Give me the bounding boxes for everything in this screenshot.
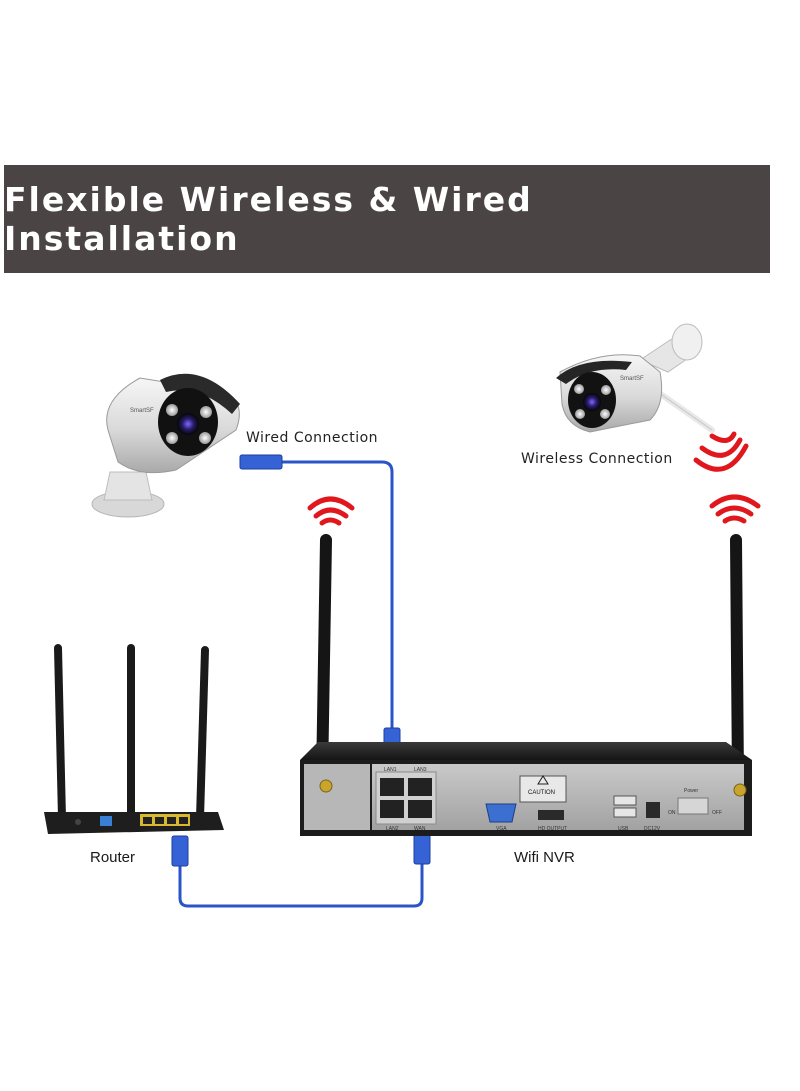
port-label-lan2: LAN2 (386, 826, 399, 832)
camera-brand-left: SmartSF (130, 408, 154, 414)
caution-label: CAUTION (528, 790, 555, 796)
port-label-lan3: LAN3 (414, 767, 427, 773)
port-label-usb: USB (618, 826, 629, 832)
wired-connection-label: Wired Connection (246, 430, 379, 446)
ethernet-cable-router (171, 833, 431, 908)
wireless-connection-label: Wireless Connection (521, 451, 673, 467)
wifi-signal-icon (693, 431, 749, 472)
nvr-label: Wifi NVR (514, 849, 575, 866)
wifi-signal-icon (307, 496, 355, 526)
power-off-label: OFF (712, 810, 722, 816)
port-label-wan: WAN (414, 826, 426, 832)
port-label-lan1: LAN1 (384, 767, 397, 773)
port-label-dc: DC12V (644, 826, 661, 832)
camera-brand-right: SmartSF (620, 376, 644, 382)
power-label: Power (684, 788, 699, 794)
port-label-hdmi: HD OUTPUT (538, 826, 567, 832)
wired-camera: SmartSF (91, 373, 240, 518)
router (44, 644, 224, 834)
wifi-signal-icon (709, 494, 761, 524)
title-banner: Flexible Wireless & Wired Installation (4, 165, 770, 273)
wireless-camera: SmartSF (556, 323, 715, 433)
banner-title: Flexible Wireless & Wired Installation (4, 180, 533, 258)
wifi-nvr: LAN1 LAN3 LAN2 WAN CAUTION VGA HD OUTPUT… (300, 534, 752, 836)
power-on-label: ON (668, 810, 676, 816)
port-label-vga: VGA (496, 826, 507, 832)
router-label: Router (90, 849, 136, 866)
